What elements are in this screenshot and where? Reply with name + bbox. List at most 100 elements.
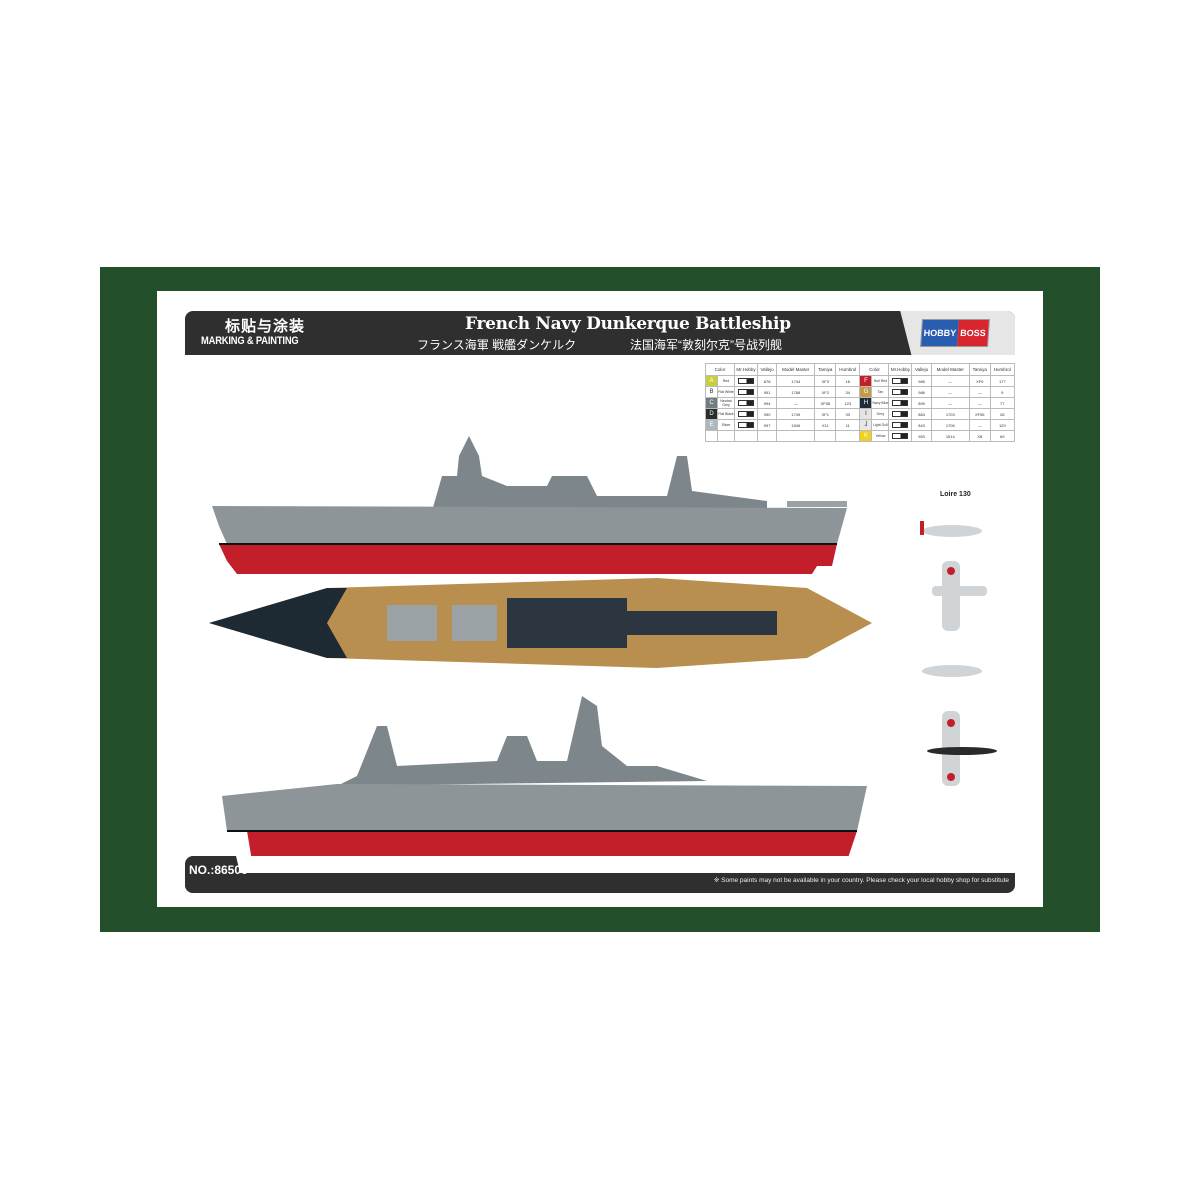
paint-code: 16 bbox=[835, 375, 861, 387]
section-title-en: MARKING & PAINTING bbox=[201, 335, 299, 347]
color-table-header-cell: Tamiya bbox=[814, 363, 837, 376]
green-frame: 标贴与涂装 MARKING & PAINTING French Navy Dun… bbox=[100, 267, 1100, 932]
mr-hobby-icon bbox=[888, 397, 913, 409]
paint-code: 1706 bbox=[930, 419, 970, 431]
mr-hobby-icon bbox=[888, 386, 913, 398]
color-name: Neutral Grey bbox=[717, 397, 735, 409]
hull-upper bbox=[212, 506, 847, 544]
paint-code: 1514 bbox=[930, 430, 970, 442]
paint-code: — bbox=[930, 375, 970, 387]
color-table-header-cell: Model Master bbox=[930, 363, 970, 376]
hull-upper bbox=[222, 784, 867, 831]
model-number: NO.:86506 bbox=[189, 863, 248, 877]
paint-code: 986 bbox=[911, 386, 932, 398]
port-side-view bbox=[222, 696, 867, 856]
hull-lower bbox=[247, 831, 857, 856]
paint-code: — bbox=[968, 397, 991, 409]
color-table-header-cell: Mr.Hobby bbox=[734, 363, 758, 376]
color-swatch: F bbox=[859, 375, 873, 387]
paint-code: 843 bbox=[911, 419, 932, 431]
paint-code: 9 bbox=[989, 386, 1016, 398]
paint-code: 34 bbox=[835, 386, 861, 398]
color-name: Tan bbox=[871, 386, 890, 398]
paint-code: 1768 bbox=[776, 386, 816, 398]
color-name: Flat White bbox=[717, 386, 735, 398]
superstructure bbox=[432, 436, 767, 511]
color-swatch: C bbox=[705, 397, 718, 409]
hobby-boss-logo: HOBBY BOSS bbox=[920, 319, 990, 347]
paint-code: XF2 bbox=[814, 386, 837, 398]
mr-hobby-icon bbox=[734, 397, 758, 409]
color-table-header-cell: Model Master bbox=[776, 363, 816, 376]
paint-code: 28 bbox=[989, 408, 1016, 420]
color-table-header-cell: Tamiya bbox=[968, 363, 991, 376]
paint-code: XF3 bbox=[814, 375, 837, 387]
paint-code: 951 bbox=[756, 386, 778, 398]
color-name: Hull Red bbox=[871, 375, 890, 387]
color-swatch: A bbox=[705, 375, 718, 387]
color-table-header-cell: Humbrol bbox=[989, 363, 1016, 376]
paint-code: 123 bbox=[835, 397, 861, 409]
mr-hobby-icon bbox=[734, 375, 758, 387]
paint-code: XF58 bbox=[814, 397, 837, 409]
section-title-cn: 标贴与涂装 bbox=[224, 318, 305, 335]
paint-code bbox=[756, 430, 778, 442]
paint-code: X8 bbox=[968, 430, 991, 442]
turret-2 bbox=[452, 605, 497, 641]
paint-code: 129 bbox=[989, 419, 1016, 431]
color-table-header-cell: Vallejo bbox=[911, 363, 932, 376]
paint-code: 69 bbox=[989, 430, 1016, 442]
bow-deck bbox=[209, 588, 347, 658]
top-deck-view bbox=[209, 578, 872, 668]
paint-code: 994 bbox=[756, 397, 778, 409]
mr-hobby-icon bbox=[888, 430, 913, 442]
paint-code: 1703 bbox=[930, 408, 970, 420]
mr-hobby-icon bbox=[734, 386, 758, 398]
paint-code: 899 bbox=[911, 397, 932, 409]
page-title: French Navy Dunkerque Battleship bbox=[465, 314, 791, 334]
paint-code: 883 bbox=[911, 408, 932, 420]
superstructure bbox=[317, 696, 707, 796]
color-name: Navy Blue bbox=[871, 397, 890, 409]
paint-code: — bbox=[930, 386, 970, 398]
mr-hobby-icon bbox=[888, 375, 913, 387]
paint-footnote: ※ Some paints may not be available in yo… bbox=[713, 877, 1009, 884]
color-swatch: G bbox=[859, 386, 873, 398]
color-table-header-cell: Mr.Hobby bbox=[888, 363, 913, 376]
aircraft-title: Loire 130 bbox=[940, 491, 971, 498]
turret-1 bbox=[387, 605, 437, 641]
paint-code bbox=[776, 430, 816, 442]
superstructure-top bbox=[507, 598, 627, 648]
starboard-side-view bbox=[212, 436, 847, 574]
color-table-header-cell: Vallejo bbox=[756, 363, 778, 376]
color-table-header-cell: Color bbox=[705, 363, 735, 376]
paint-code: — bbox=[930, 397, 970, 409]
paint-code: XF55 bbox=[968, 408, 991, 420]
paint-code: 985 bbox=[911, 375, 932, 387]
paint-code: — bbox=[776, 397, 816, 409]
page-title-jp: フランス海軍 戦艦ダンケルク bbox=[417, 338, 577, 352]
paint-code: 77 bbox=[989, 397, 1016, 409]
paint-code: XF9 bbox=[968, 375, 991, 387]
paint-code: 878 bbox=[756, 375, 778, 387]
page-title-cn: 法国海军“敦刻尔克”号战列舰 bbox=[630, 338, 782, 352]
color-table-header-cell: Color bbox=[859, 363, 890, 376]
paint-code: — bbox=[968, 419, 991, 431]
hull-lower bbox=[219, 544, 837, 574]
color-swatch: K bbox=[859, 430, 873, 442]
paint-code: 177 bbox=[989, 375, 1016, 387]
color-swatch: B bbox=[705, 386, 718, 398]
header-bar: 标贴与涂装 MARKING & PAINTING French Navy Dun… bbox=[185, 311, 1015, 355]
color-table-header-cell: Humbrol bbox=[835, 363, 861, 376]
paint-code: 953 bbox=[911, 430, 932, 442]
paint-code bbox=[835, 430, 861, 442]
paint-code: — bbox=[968, 386, 991, 398]
color-swatch: H bbox=[859, 397, 873, 409]
color-name: Red bbox=[717, 375, 735, 387]
